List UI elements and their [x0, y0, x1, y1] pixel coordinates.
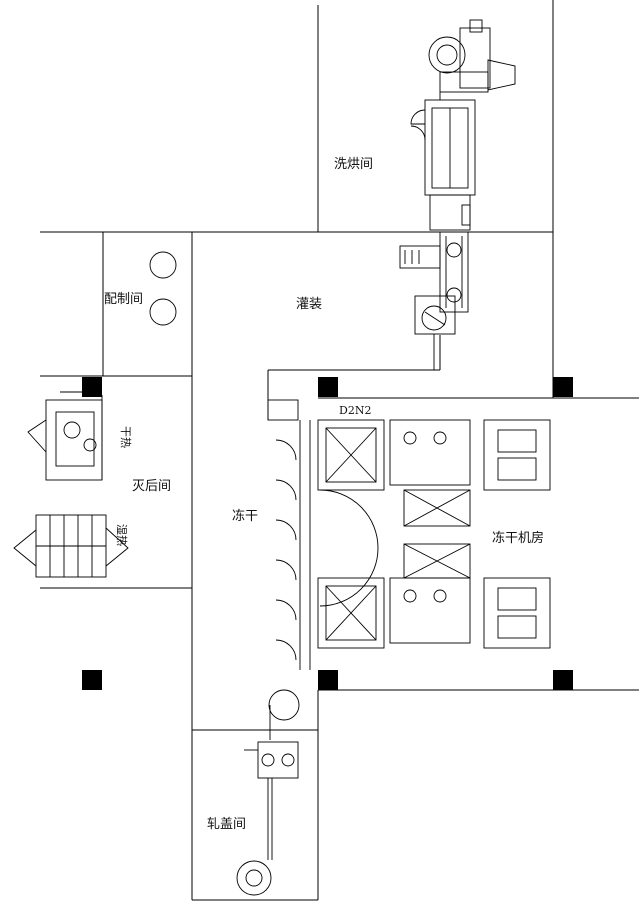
filling-line — [399, 231, 469, 370]
room-label-preparation: 配制间 — [104, 292, 143, 307]
moist-heat-sterilizer — [13, 514, 129, 578]
freeze-dryer-upper — [317, 419, 551, 491]
equipment-labels: 干热 湿热 D2N2 — [115, 404, 371, 546]
column — [82, 670, 102, 690]
preparation-tanks — [149, 251, 177, 326]
freeze-dry-doors — [319, 489, 471, 607]
capping-line — [236, 689, 300, 896]
column — [553, 670, 573, 690]
loading-system — [267, 399, 311, 670]
walls — [40, 0, 639, 901]
label-dry-heat: 干热 — [119, 426, 132, 448]
room-label-freeze-dry: 冻干 — [232, 508, 258, 524]
column — [318, 377, 338, 397]
column — [553, 377, 573, 397]
room-label-freeze-dry-machine-room: 冻干机房 — [492, 530, 544, 546]
label-moist-heat: 湿热 — [115, 524, 128, 546]
room-labels: 洗烘间 灌装 配制间 灭后间 冻干 冻干机房 轧盖间 — [104, 157, 544, 832]
column — [318, 670, 338, 690]
room-label-washing-drying: 洗烘间 — [334, 157, 373, 172]
room-label-capping: 轧盖间 — [207, 817, 246, 832]
tank — [149, 298, 177, 326]
washing-drying-equipment — [410, 19, 516, 231]
dry-heat-sterilizer — [27, 391, 103, 481]
freeze-dryer-lower — [317, 577, 551, 649]
tank — [149, 251, 177, 279]
label-d2n2: D2N2 — [339, 404, 371, 417]
room-label-filling: 灌装 — [296, 297, 322, 312]
column — [82, 377, 102, 397]
room-label-sterilization: 灭后间 — [132, 479, 171, 494]
